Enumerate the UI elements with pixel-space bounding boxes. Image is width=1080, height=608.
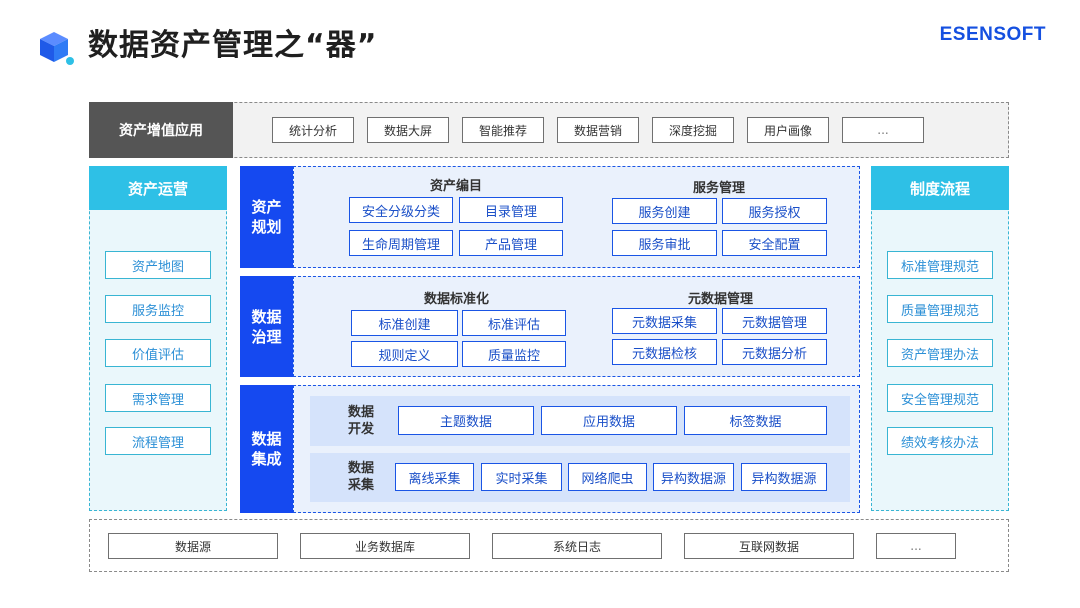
- collection-item: 网络爬虫: [568, 463, 647, 491]
- catalog-item: 生命周期管理: [349, 230, 453, 256]
- collection-item: 异构数据源: [741, 463, 827, 491]
- metadata-item: 元数据管理: [722, 308, 827, 334]
- process-system-item: 绩效考核办法: [887, 427, 993, 455]
- development-item: 主题数据: [398, 406, 534, 435]
- standardization-title: 数据标准化: [424, 292, 490, 307]
- development-title: 数据 开发: [347, 405, 374, 437]
- catalog-title: 资产编目: [430, 179, 483, 194]
- collection-item: 离线采集: [395, 463, 474, 491]
- standardization-item: 标准评估: [462, 310, 566, 336]
- application-item: 统计分析: [272, 117, 354, 143]
- data-source-item: 数据源: [108, 533, 278, 559]
- collection-item: 实时采集: [481, 463, 562, 491]
- asset-operations-title: 资产运营: [89, 166, 227, 210]
- service-item: 安全配置: [722, 230, 827, 256]
- service-title: 服务管理: [693, 181, 746, 196]
- standardization-item: 质量监控: [462, 341, 566, 367]
- data-source-item: 互联网数据: [684, 533, 854, 559]
- metadata-title: 元数据管理: [688, 292, 754, 307]
- asset-operations-item: 流程管理: [105, 427, 211, 455]
- service-item: 服务创建: [612, 198, 717, 224]
- applications-title: 资产增值应用: [89, 102, 233, 158]
- metadata-item: 元数据采集: [612, 308, 717, 334]
- process-system-item: 安全管理规范: [887, 384, 993, 412]
- governance-layer-title: 数据 治理: [240, 276, 293, 377]
- catalog-item: 产品管理: [459, 230, 563, 256]
- process-system-item: 标准管理规范: [887, 251, 993, 279]
- application-item: 深度挖掘: [652, 117, 734, 143]
- applications-list: 统计分析 数据大屏 智能推荐 数据营销 深度挖掘 用户画像 ...: [272, 117, 924, 143]
- metadata-item: 元数据检核: [612, 339, 717, 365]
- brand-logo: ESENSOFT: [939, 24, 1046, 45]
- integration-layer-title: 数据 集成: [240, 385, 293, 513]
- service-item: 服务授权: [722, 198, 827, 224]
- asset-operations-item: 需求管理: [105, 384, 211, 412]
- asset-operations-item: 价值评估: [105, 339, 211, 367]
- process-system-item: 资产管理办法: [887, 339, 993, 367]
- collection-title: 数据 采集: [347, 461, 374, 493]
- application-item: ...: [842, 117, 924, 143]
- catalog-item: 安全分级分类: [349, 197, 453, 223]
- data-sources-list: 数据源 业务数据库 系统日志 互联网数据 ...: [108, 533, 956, 559]
- application-item: 数据大屏: [367, 117, 449, 143]
- page-title: 数据资产管理之“器”: [88, 28, 378, 63]
- application-item: 智能推荐: [462, 117, 544, 143]
- metadata-item: 元数据分析: [722, 339, 827, 365]
- application-item: 数据营销: [557, 117, 639, 143]
- standardization-item: 标准创建: [351, 310, 458, 336]
- collection-item: 异构数据源: [653, 463, 734, 491]
- catalog-item: 目录管理: [459, 197, 563, 223]
- development-item: 标签数据: [684, 406, 827, 435]
- development-item: 应用数据: [541, 406, 677, 435]
- data-source-item: ...: [876, 533, 956, 559]
- planning-layer-title: 资产 规划: [240, 166, 293, 268]
- asset-operations-item: 资产地图: [105, 251, 211, 279]
- service-item: 服务审批: [612, 230, 717, 256]
- data-source-item: 业务数据库: [300, 533, 470, 559]
- application-item: 用户画像: [747, 117, 829, 143]
- process-system-title: 制度流程: [871, 166, 1009, 210]
- process-system-item: 质量管理规范: [887, 295, 993, 323]
- asset-operations-item: 服务监控: [105, 295, 211, 323]
- data-source-item: 系统日志: [492, 533, 662, 559]
- cube-icon: [40, 32, 74, 65]
- standardization-item: 规则定义: [351, 341, 458, 367]
